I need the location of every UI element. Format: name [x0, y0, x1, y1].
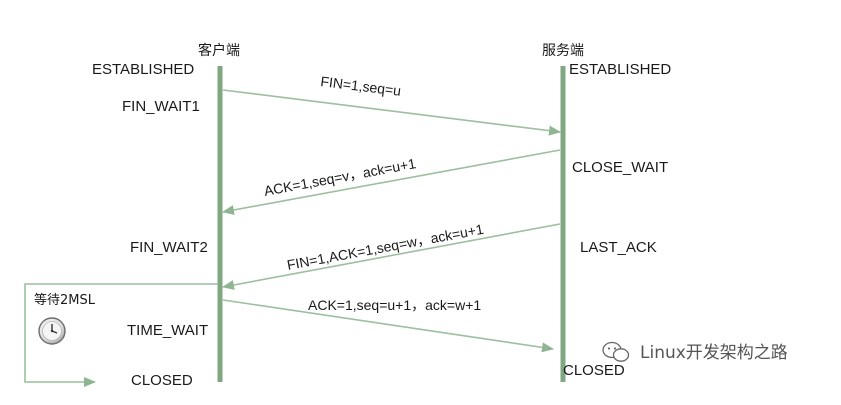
wait-2msl-bracket: [24, 283, 218, 387]
wait-2msl-label: 等待2MSL: [34, 292, 96, 308]
client-state-time-wait: TIME_WAIT: [127, 322, 208, 339]
watermark-text: Linux开发架构之路: [640, 343, 788, 363]
fin2-arrow: [222, 223, 561, 290]
server-state-established: ESTABLISHED: [569, 61, 671, 78]
server-state-last-ack: LAST_ACK: [580, 239, 657, 256]
ack2-arrow: [222, 299, 554, 353]
fin1-arrow: [222, 89, 561, 136]
wechat-icon: [602, 341, 630, 362]
clock-icon: [38, 317, 66, 345]
fin1-label: FIN=1,seq=u: [320, 73, 402, 99]
fin2-label: FIN=1,ACK=1,seq=w，ack=u+1: [286, 221, 485, 273]
ack1-label: ACK=1,seq=v，ack=u+1: [263, 155, 418, 199]
ack1-arrow: [222, 149, 561, 215]
server-label: 服务端: [542, 43, 584, 59]
ack2-label: ACK=1,seq=u+1，ack=w+1: [308, 297, 481, 313]
client-state-fin-wait2: FIN_WAIT2: [130, 239, 208, 256]
server-state-closed: CLOSED: [563, 362, 625, 379]
client-state-fin-wait1: FIN_WAIT1: [122, 98, 200, 115]
client-label: 客户端: [198, 42, 240, 59]
server-state-close-wait: CLOSE_WAIT: [572, 159, 668, 176]
client-state-established: ESTABLISHED: [92, 61, 194, 78]
client-state-closed: CLOSED: [131, 372, 193, 389]
